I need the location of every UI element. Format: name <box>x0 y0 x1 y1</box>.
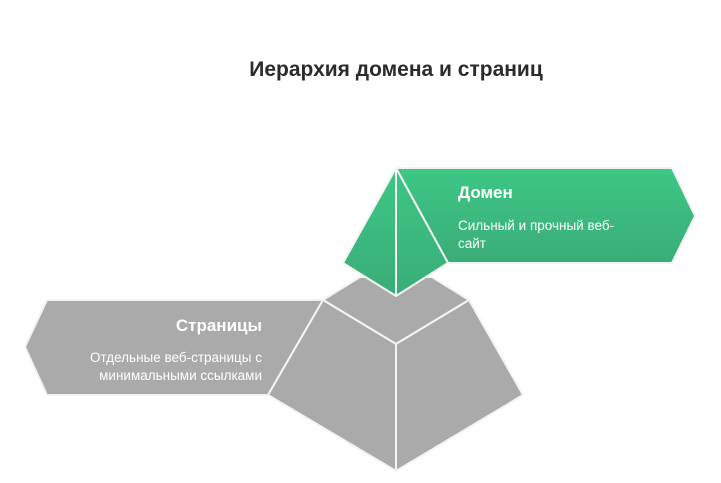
pages-banner <box>23 299 325 396</box>
diagram-title: Иерархия домена и страниц <box>249 58 543 81</box>
pages-frustum <box>267 276 524 472</box>
pages-desc-line2: минимальными ссылками <box>99 368 262 383</box>
domain-heading: Домен <box>458 183 513 202</box>
domain-desc-line1: Сильный и прочный веб- <box>458 218 614 233</box>
domain-desc-line2: сайт <box>458 236 486 251</box>
domain-pyramid <box>342 167 449 297</box>
pages-desc-line1: Отдельные веб-страницы с <box>90 350 262 365</box>
pages-heading: Страницы <box>176 316 262 335</box>
